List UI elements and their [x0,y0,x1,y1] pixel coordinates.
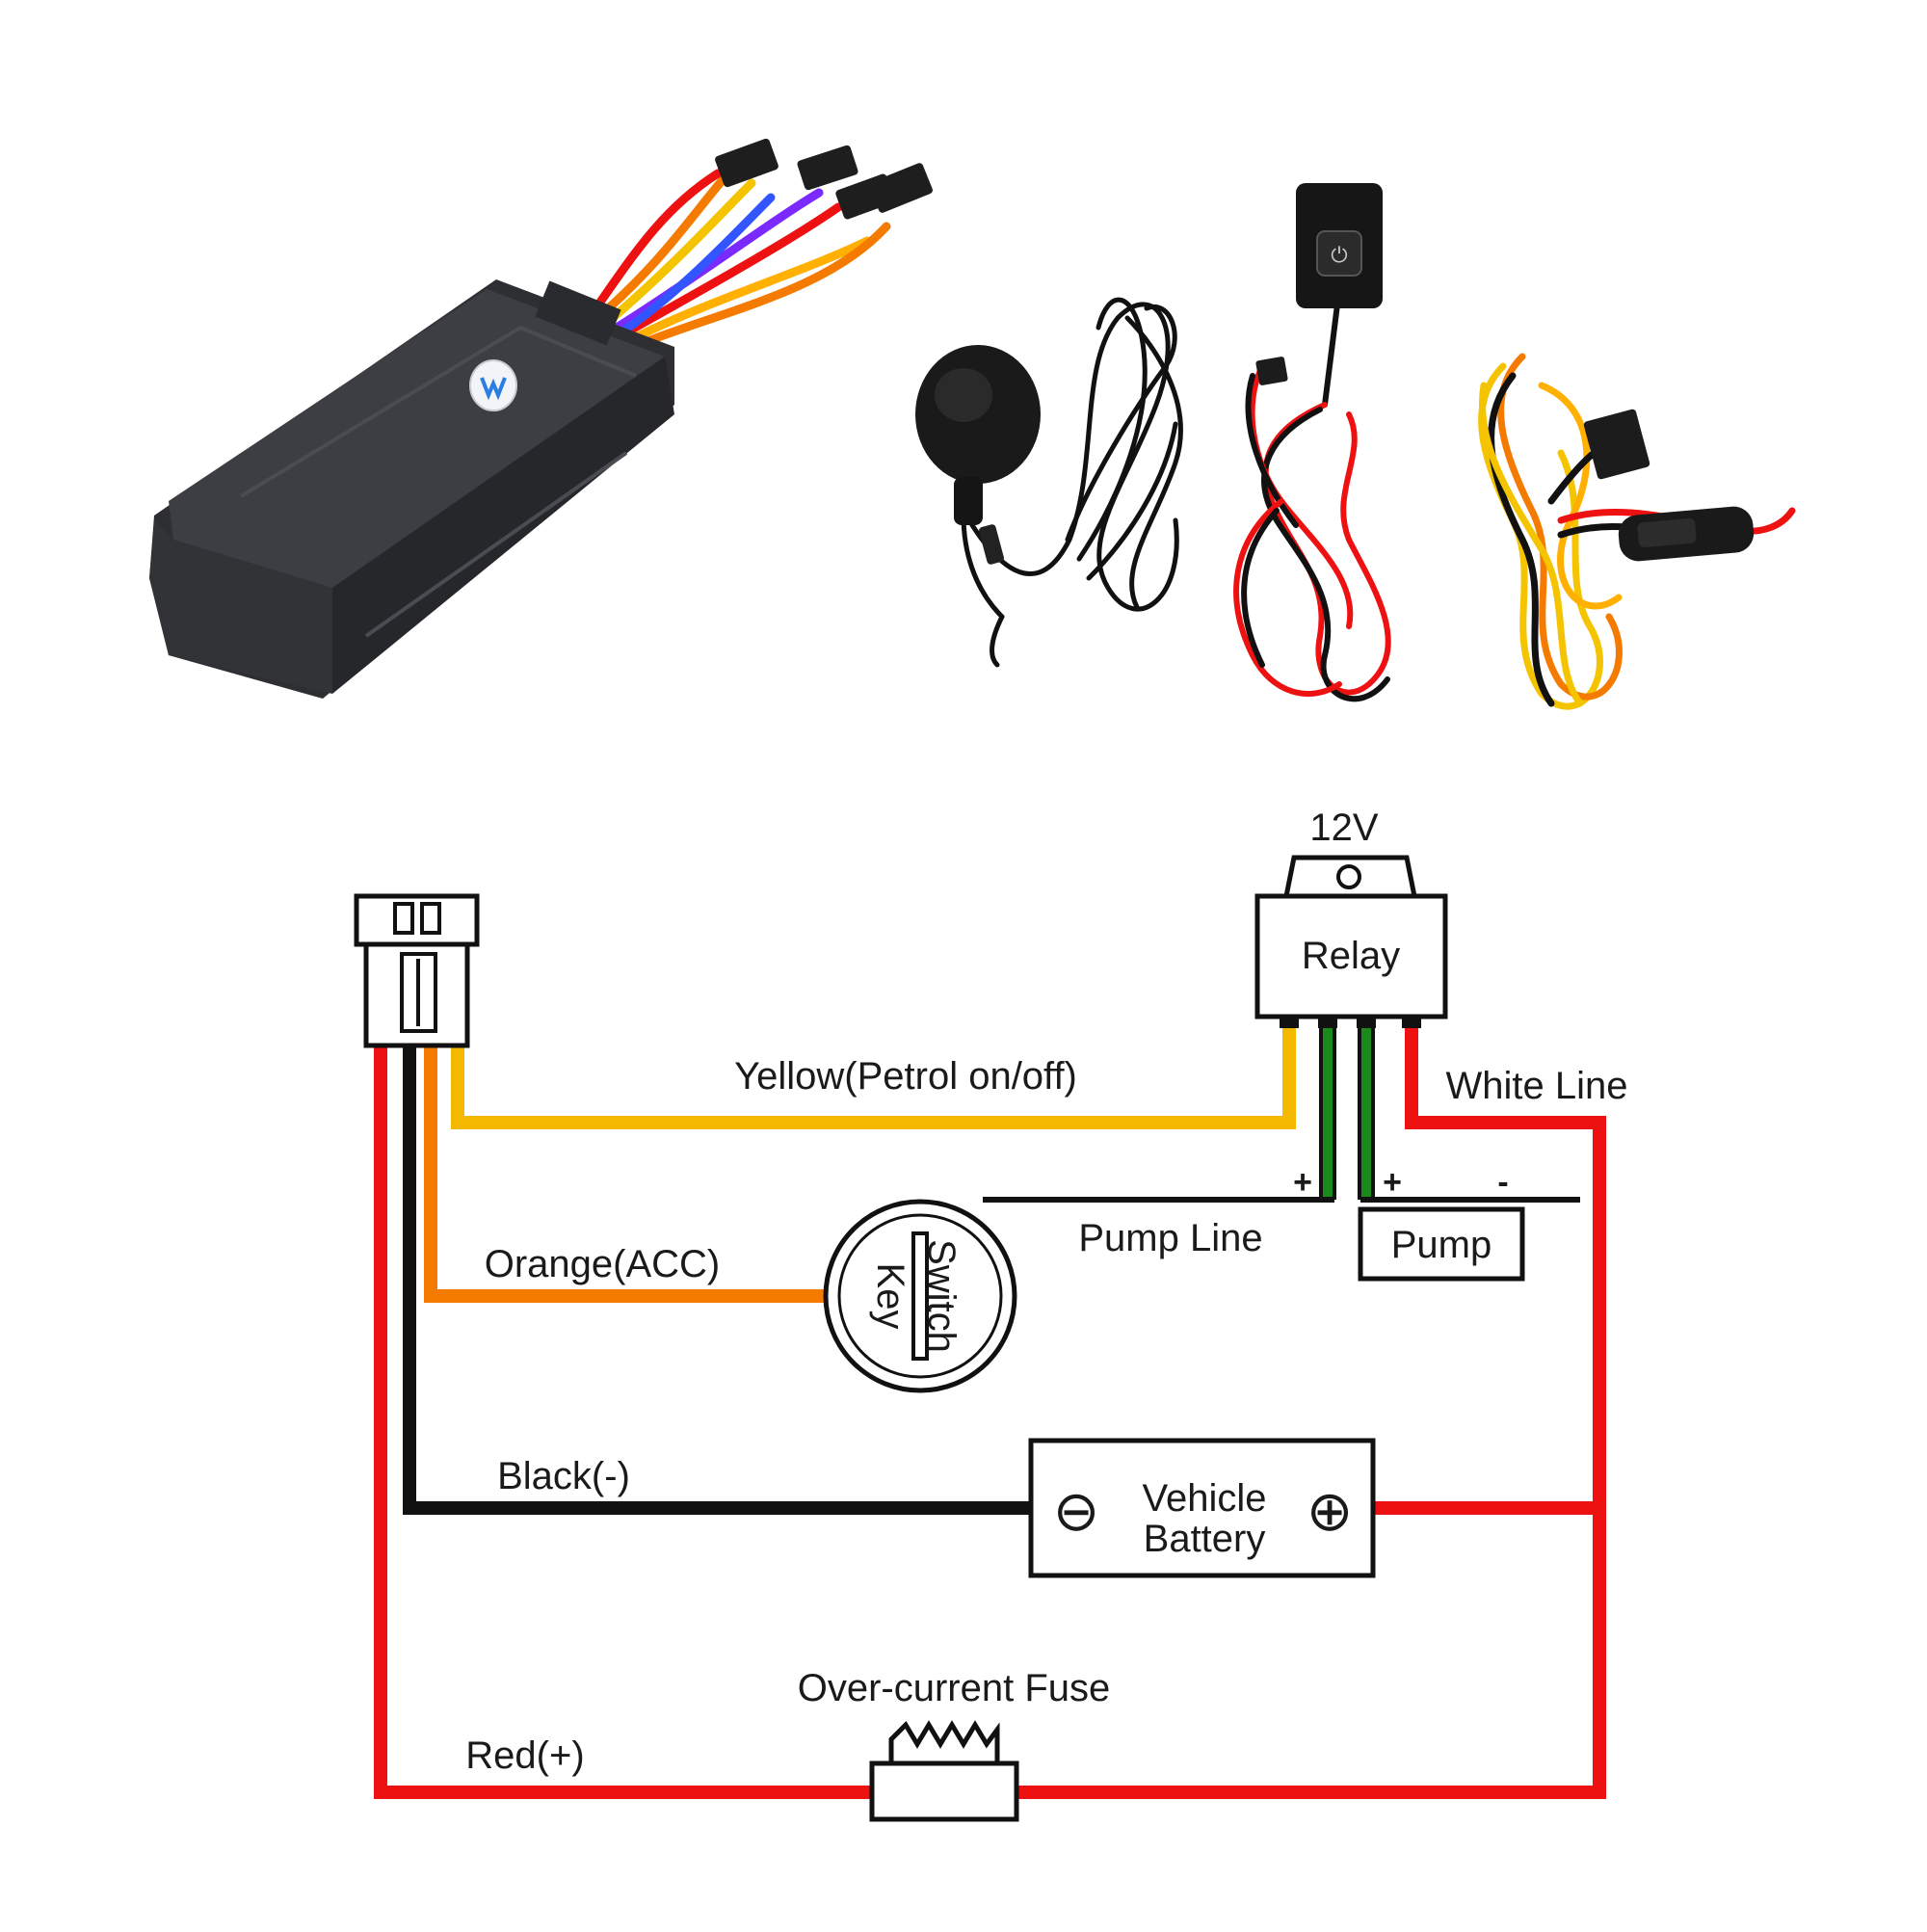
pump-label: Pump [1391,1224,1492,1266]
relay-terminal-icon [1336,864,1361,889]
wire-black [403,1045,1031,1515]
wire-red [374,1017,1606,1799]
over-current-fuse-icon [869,1720,1019,1822]
pump-box [1358,1206,1525,1282]
sos-button-icon: ⏻ [1233,183,1391,702]
vehicle-battery-box [1028,1438,1376,1578]
microphone-icon [915,297,1183,668]
fuse-label: Over-current Fuse [798,1667,1111,1709]
pump-line-label: Pump Line [1078,1217,1262,1259]
battery-label-line2: Battery [1144,1518,1266,1560]
wire-yellow [451,1017,1296,1129]
red-wire-label: Red(+) [465,1734,584,1777]
gps-tracker-device-icon [149,138,933,699]
battery-positive-icon: ⊕ [1307,1480,1354,1543]
pump-line-plus-sign: + [1293,1164,1312,1201]
svg-text:⏻: ⏻ [1331,243,1347,267]
pump-minus-sign: - [1497,1164,1508,1201]
wire-orange [424,1045,829,1303]
yellow-wire-label: Yellow(Petrol on/off) [734,1055,1077,1098]
relay-green-legs [1319,1017,1375,1200]
pump-plus-sign: + [1383,1164,1402,1201]
white-line-label: White Line [1446,1065,1628,1107]
wiring-harness-icon [1478,353,1796,710]
battery-negative-icon: ⊖ [1053,1480,1100,1543]
battery-label-line1: Vehicle [1143,1477,1267,1520]
relay-box [1254,855,1448,1028]
key-switch-label-key: Key [869,1263,911,1330]
relay-label: Relay [1302,935,1400,977]
relay-voltage-label: 12V [1309,807,1378,849]
orange-wire-label: Orange(ACC) [485,1243,721,1285]
wire-connector-icon [354,893,480,1048]
black-wire-label: Black(-) [497,1455,630,1497]
key-switch-label-switch: Switch [920,1239,963,1353]
key-switch-icon [823,1199,1017,1393]
